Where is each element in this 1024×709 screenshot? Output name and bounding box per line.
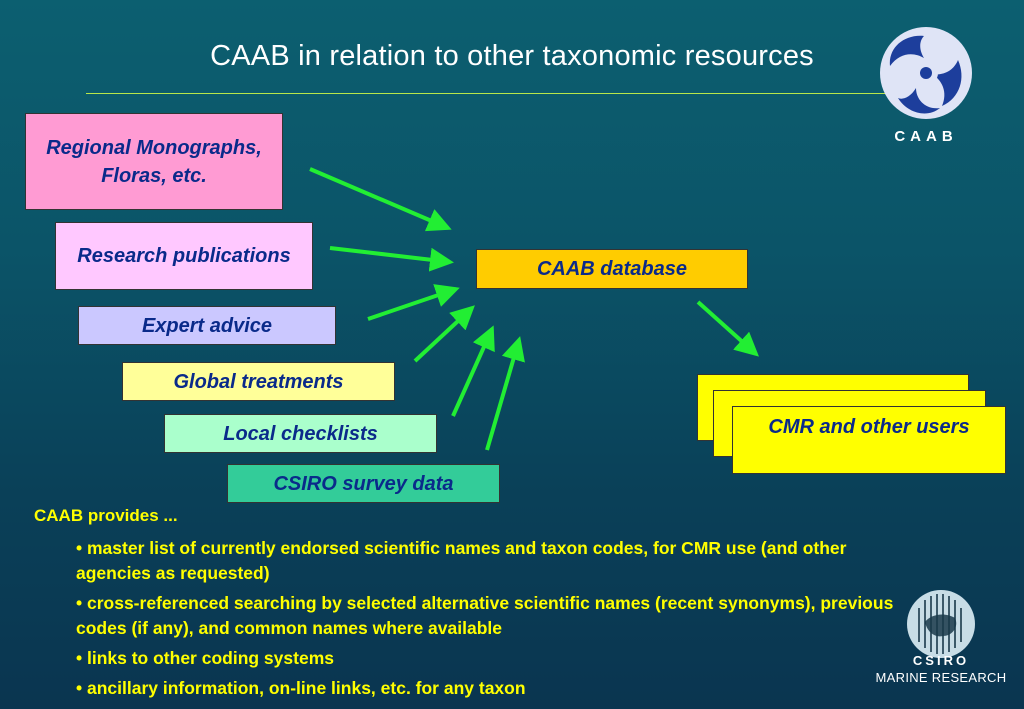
- arrow-expert: [367, 284, 460, 321]
- caab-logo-text: CAAB: [894, 128, 958, 145]
- csiro-logo-subtitle: MARINE RESEARCH: [875, 670, 1007, 685]
- users-label: CMR and other users: [768, 416, 970, 438]
- caab-logo-icon: [880, 27, 972, 119]
- page-title: CAAB in relation to other taxonomic reso…: [210, 40, 814, 72]
- title-divider: [86, 93, 918, 94]
- source-local-checklists: Local checklists: [164, 414, 437, 453]
- source-global-label: Global treatments: [173, 370, 344, 393]
- provides-item: • ancillary information, on-line links, …: [76, 678, 526, 698]
- csiro-logo-icon: [907, 590, 975, 658]
- caab-database-label: CAAB database: [536, 258, 688, 280]
- provides-list: • master list of currently endorsed scie…: [76, 536, 916, 706]
- users-box: CMR and other users: [732, 406, 1006, 474]
- arrow-research: [329, 246, 454, 272]
- source-local-label: Local checklists: [223, 422, 378, 445]
- provides-item: • links to other coding systems: [76, 648, 334, 668]
- source-global-treatments: Global treatments: [122, 362, 395, 401]
- arrow-local: [451, 325, 495, 417]
- provides-item: • master list of currently endorsed scie…: [76, 538, 847, 583]
- arrow-regional: [309, 167, 452, 232]
- csiro-logo-text: CSIRO: [912, 653, 970, 668]
- source-research-label: Research publications: [77, 245, 291, 267]
- source-expert-advice: Expert advice: [78, 306, 336, 345]
- provides-heading: CAAB provides ...: [34, 506, 178, 525]
- caab-database-box: CAAB database: [476, 249, 748, 289]
- source-research-publications: Research publications: [55, 222, 313, 290]
- arrow-global: [413, 305, 475, 363]
- source-expert-label: Expert advice: [141, 314, 273, 337]
- source-regional-label: Regional Monographs, Floras, etc.: [46, 136, 262, 187]
- provides-item: • cross-referenced searching by selected…: [76, 593, 894, 638]
- source-regional-monographs: Regional Monographs, Floras, etc.: [25, 113, 283, 210]
- arrow-to-users: [696, 300, 759, 357]
- arrow-csiro: [485, 336, 525, 451]
- source-csiro-survey-data: CSIRO survey data: [227, 464, 500, 503]
- source-csiro-label: CSIRO survey data: [273, 472, 454, 495]
